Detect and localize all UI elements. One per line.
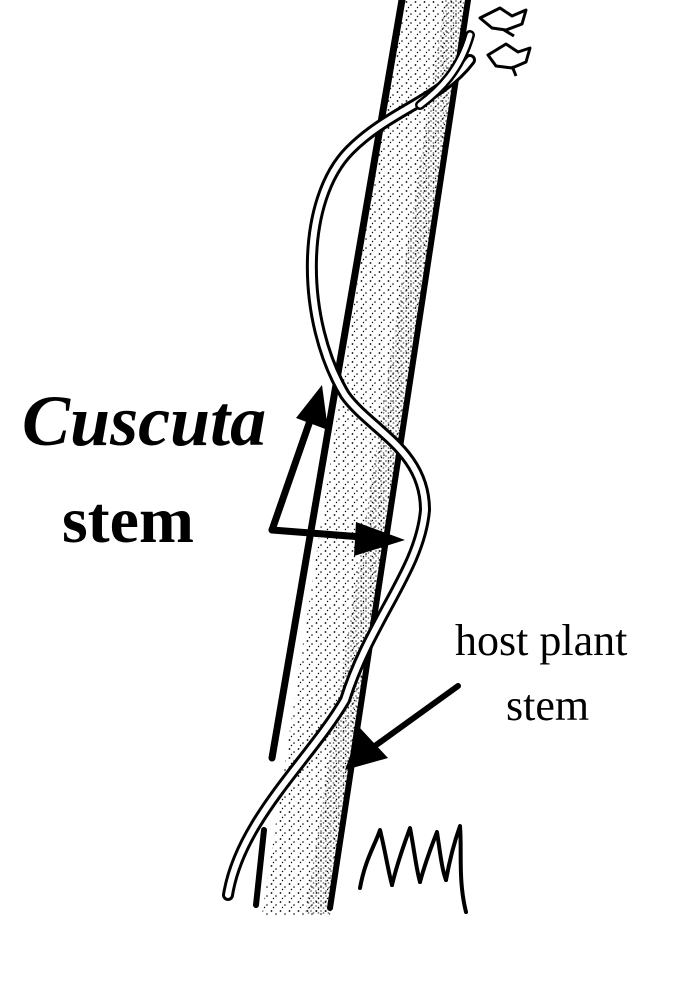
cuscuta-arrowhead-up — [296, 385, 328, 430]
grass-icon — [358, 824, 468, 914]
host-plant-label: host plant — [455, 616, 627, 665]
cuscuta-label: Cuscuta — [22, 381, 266, 461]
cuscuta-arrow — [268, 411, 366, 541]
host-arrow — [345, 683, 461, 770]
cuscuta-arrowhead-right — [354, 522, 405, 556]
host-stem-label: stem — [506, 681, 589, 730]
flower-icon — [478, 6, 532, 77]
cuscuta-tendril — [222, 30, 476, 901]
cuscuta-stem-label: stem — [62, 484, 194, 557]
